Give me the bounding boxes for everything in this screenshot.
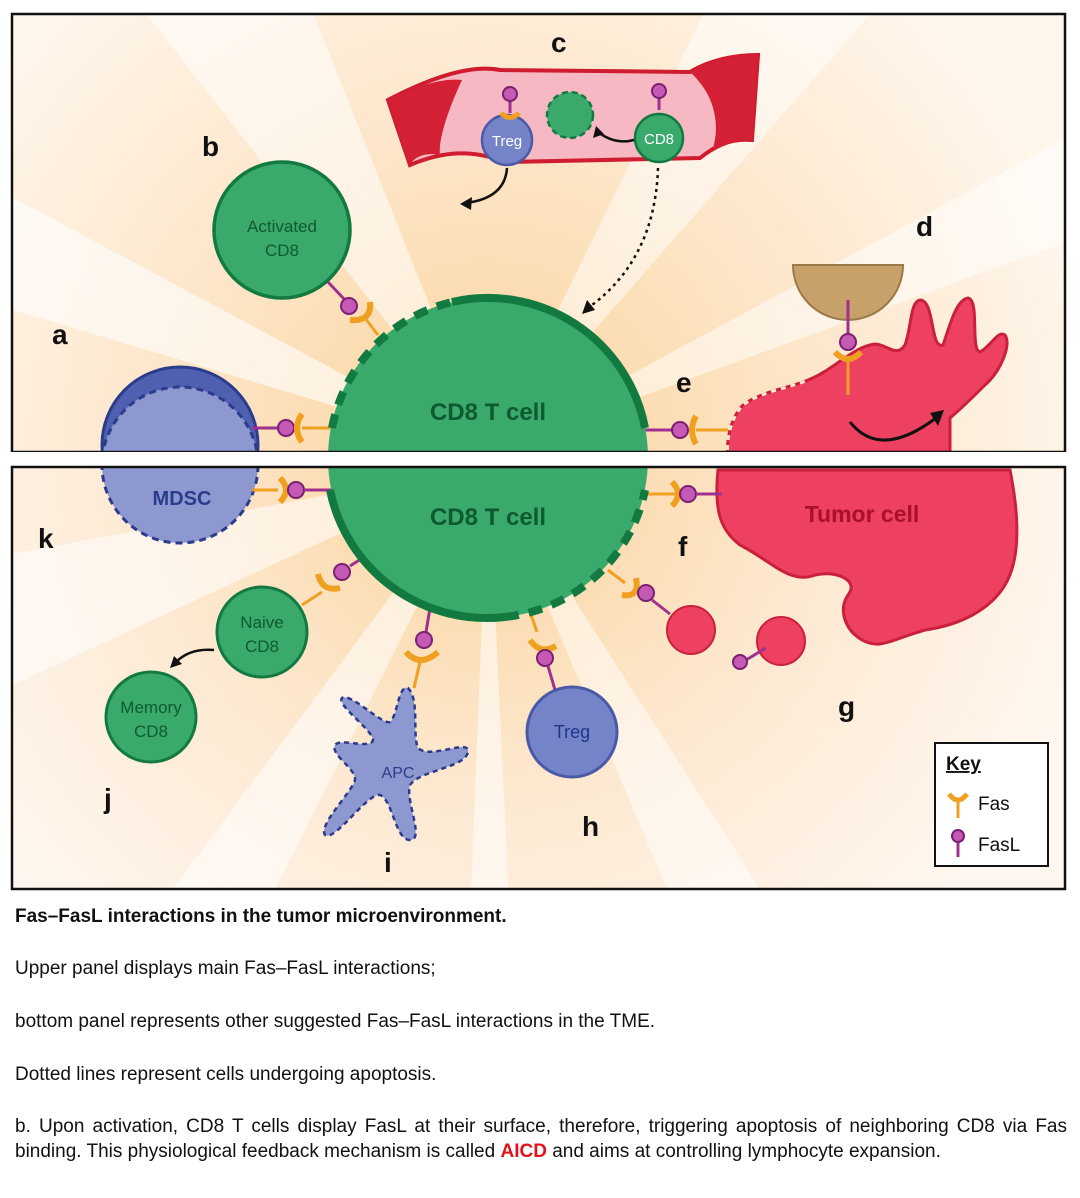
mdsc-label-lower: MDSC [153, 488, 212, 510]
fas-icon [349, 301, 374, 324]
cytotoxic-cell-d [791, 264, 905, 321]
treg-label-lower: Treg [554, 722, 590, 742]
caption-b-text: b. Upon activation, CD8 T cells display … [15, 1116, 1067, 1162]
activated-cd8-line2: CD8 [265, 241, 299, 260]
fas-fasl-diagram: Treg CD8 Activated CD8 MDSC [10, 12, 1068, 891]
tumor-label: Tumor cell [805, 501, 920, 527]
memory-cd8-line2: CD8 [134, 722, 168, 741]
fas-icon [499, 111, 521, 120]
tumor-vesicle-1 [666, 605, 716, 655]
fasl-icon [277, 419, 295, 437]
cd8-cell-vessel [633, 112, 685, 164]
fas-icon [832, 349, 864, 362]
key-fas-label: Fas [978, 794, 1010, 815]
fasl-icon [287, 481, 305, 499]
memory-cd8-cell [104, 670, 198, 764]
fasl-icon [732, 654, 748, 670]
fasl-icon [340, 297, 358, 315]
fas-icon [294, 412, 305, 444]
panel-label-f: f [678, 531, 688, 562]
key-fasl-label: FasL [978, 835, 1020, 856]
naive-cd8-line2: CD8 [245, 637, 279, 656]
treg-vessel-label: Treg [492, 133, 522, 150]
fasl-icon [637, 584, 655, 602]
panel-label-a: a [52, 319, 68, 350]
fas-icon [947, 792, 969, 803]
activated-cd8-cell [212, 160, 352, 300]
fas-icon [527, 638, 558, 653]
fasl-icon [415, 631, 433, 649]
arrow-naive-to-memory [175, 648, 215, 663]
fas-icon [315, 573, 341, 592]
tumor-cell-lower [715, 468, 1019, 646]
treg-cell-lower [525, 685, 619, 779]
panel-label-i: i [384, 847, 392, 878]
lower-panel-border [10, 465, 1067, 891]
fasl-icon [679, 485, 697, 503]
panel-label-d: d [916, 211, 933, 242]
fas-icon [689, 414, 699, 446]
key-box [934, 742, 1049, 867]
fasl-icon [536, 649, 554, 667]
panel-label-e: e [676, 367, 692, 398]
panel-label-g: g [838, 691, 855, 722]
caption-b-end: and aims at controlling lymphocyte expan… [546, 1141, 941, 1162]
memory-cd8-line1: Memory [120, 698, 182, 717]
fas-icon [669, 479, 681, 509]
fasl-icon [333, 563, 351, 581]
caption-paragraph-b: b. Upon activation, CD8 T cells display … [15, 1114, 1067, 1164]
apoptotic-cd8-vessel [545, 90, 595, 140]
panel-label-k: k [38, 523, 54, 554]
naive-cd8-cell [215, 585, 309, 679]
caption-aicd-highlight: AICD [500, 1141, 547, 1162]
panel-label-j: j [103, 783, 112, 814]
tumor-arrow [848, 416, 937, 442]
caption-line-1: Upper panel displays main Fas–FasL inter… [15, 958, 436, 979]
arrow-treg-exit [465, 167, 509, 205]
fas-icon [621, 577, 640, 599]
fasl-icon [951, 829, 965, 843]
caption-title: Fas–FasL interactions in the tumor micro… [15, 906, 507, 927]
apc-cell [322, 686, 470, 842]
caption-line-2: bottom panel represents other suggested … [15, 1011, 656, 1032]
fasl-icon [839, 333, 857, 351]
fas-icon [277, 475, 289, 505]
key-title: Key [946, 754, 981, 775]
panel-label-h: h [582, 811, 599, 842]
fas-icon [403, 649, 440, 663]
cd8-main-label-lower: CD8 T cell [430, 504, 546, 531]
tumor-vesicle-2 [756, 616, 806, 666]
fasl-icon [671, 421, 689, 439]
panel-label-b: b [202, 131, 219, 162]
naive-cd8-line1: Naive [240, 613, 283, 632]
cd8-main-label-upper: CD8 T cell [430, 399, 546, 426]
caption-line-3: Dotted lines represent cells undergoing … [15, 1064, 437, 1085]
panel-label-c: c [551, 27, 567, 58]
apc-label: APC [382, 765, 415, 782]
activated-cd8-line1: Activated [247, 217, 317, 236]
cd8-vessel-label: CD8 [644, 131, 674, 148]
